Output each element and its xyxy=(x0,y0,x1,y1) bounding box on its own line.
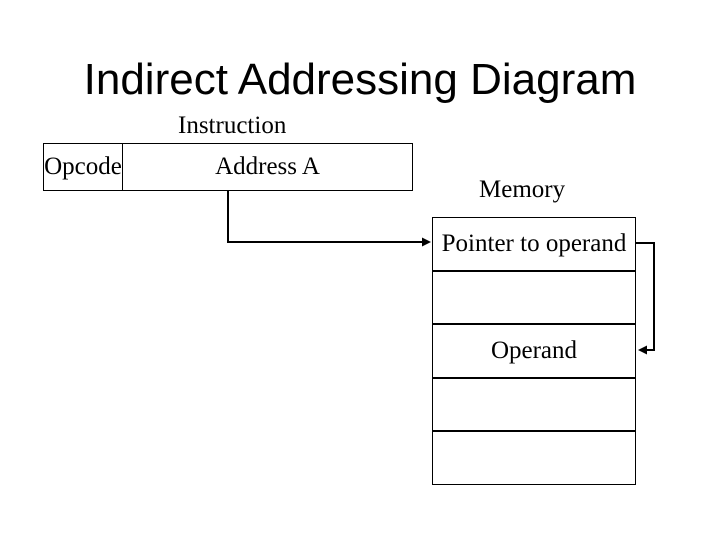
memory-row-pointer: Pointer to operand xyxy=(433,218,635,270)
operand-label: Operand xyxy=(490,336,578,364)
instruction-address-cell: Address A xyxy=(123,144,412,190)
opcode-label: Opcode xyxy=(44,153,122,180)
memory-table: Pointer to operand Operand xyxy=(432,217,636,485)
memory-row-empty-3 xyxy=(433,430,635,484)
instruction-box: Opcode Address A xyxy=(43,143,413,191)
memory-row-empty-1 xyxy=(433,269,635,324)
instruction-opcode-cell: Opcode xyxy=(44,144,123,190)
pointer-to-operand-label: Pointer to operand xyxy=(441,229,627,257)
memory-caption: Memory xyxy=(479,176,566,203)
slide-title: Indirect Addressing Diagram xyxy=(83,55,637,104)
memory-row-operand: Operand xyxy=(433,323,635,377)
address-to-pointer-arrow xyxy=(227,190,431,247)
address-a-label: Address A xyxy=(215,153,320,180)
instruction-caption: Instruction xyxy=(178,112,287,139)
pointer-to-operand-arrow xyxy=(635,242,655,355)
memory-row-empty-2 xyxy=(433,376,635,431)
